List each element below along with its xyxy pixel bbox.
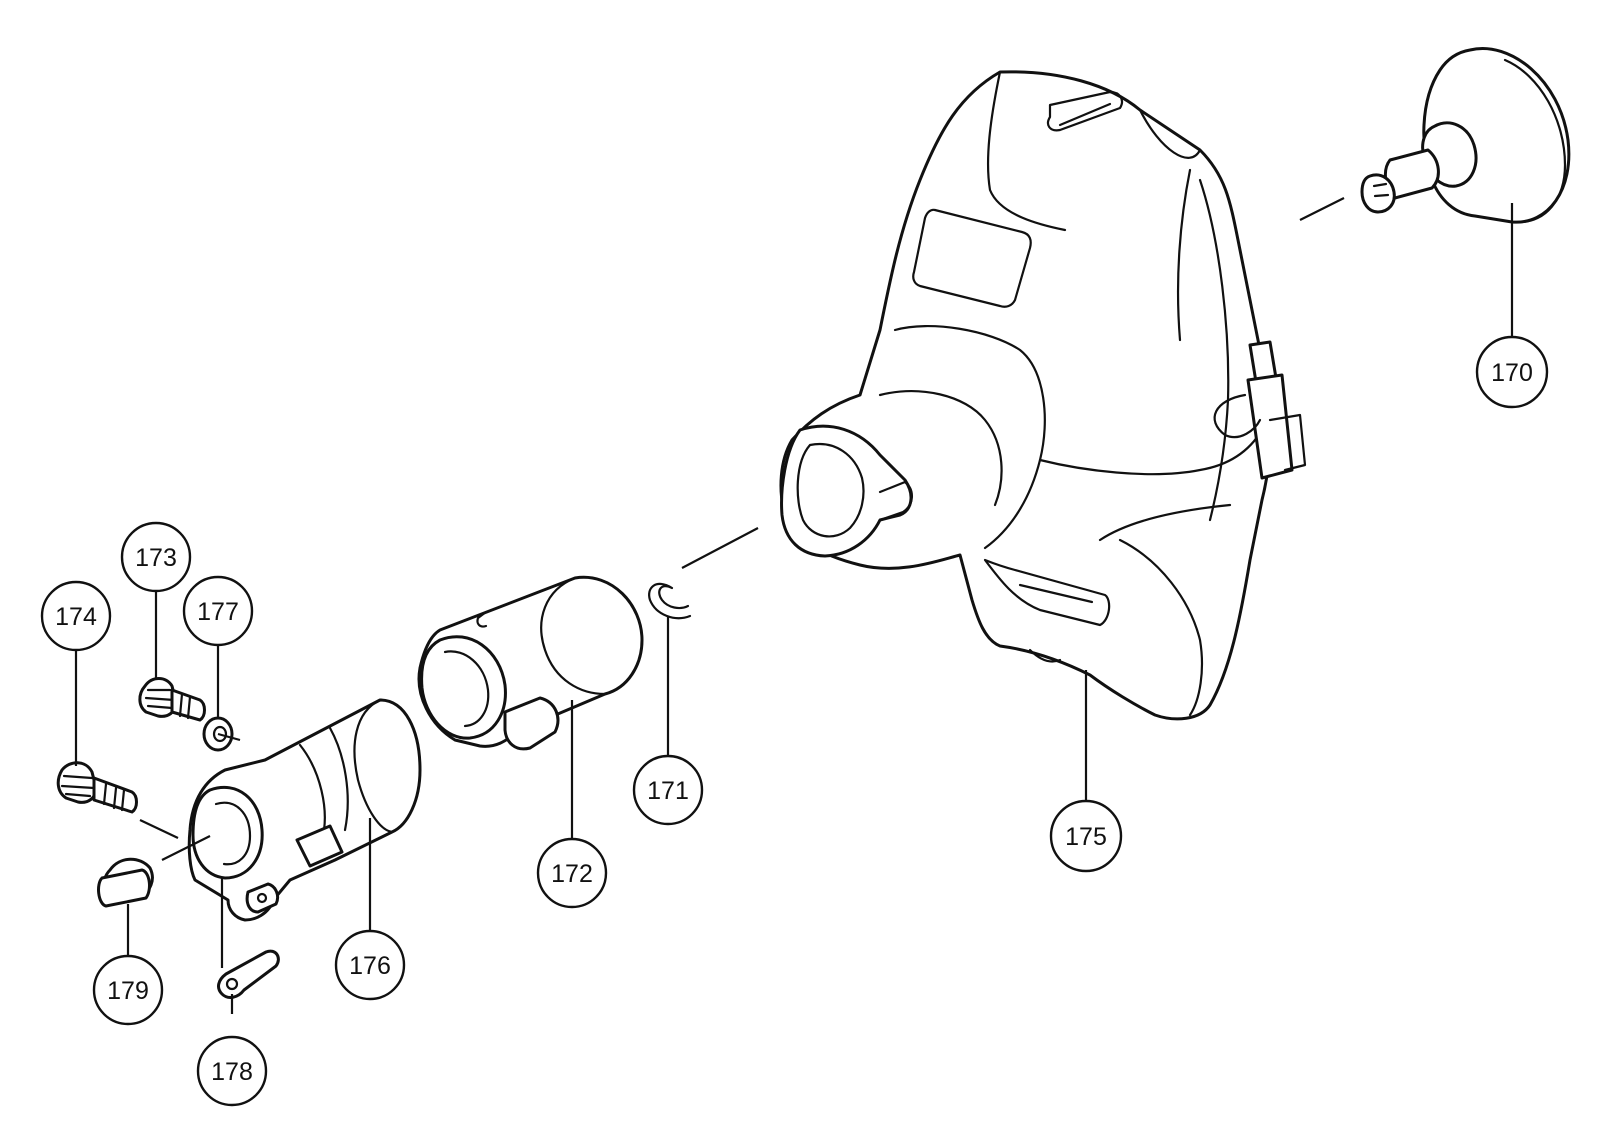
part-179-key	[97, 857, 154, 908]
callout-177-label: 177	[197, 598, 239, 626]
part-171-clip	[648, 582, 692, 620]
callout-178-label: 178	[211, 1058, 253, 1086]
callout-176-label: 176	[349, 952, 391, 980]
callout-172: 172	[536, 837, 608, 909]
callout-178: 178	[196, 1035, 268, 1107]
part-176-bracket-body	[187, 698, 422, 922]
callout-171: 171	[632, 754, 704, 826]
callout-179: 179	[92, 954, 164, 1026]
part-172-clamp-sleeve	[417, 575, 644, 751]
callout-172-label: 172	[551, 860, 593, 888]
callout-173: 173	[120, 521, 192, 593]
callout-171-label: 171	[647, 777, 689, 805]
part-170-clutch-drum	[1360, 47, 1571, 224]
part-174-knob-bolt	[56, 761, 138, 814]
callout-179-label: 179	[107, 977, 149, 1005]
assembly-lines	[139, 197, 1345, 861]
callout-173-label: 173	[135, 544, 177, 572]
callout-170: 170	[1475, 335, 1549, 409]
leader-lines	[74, 203, 1514, 1014]
callout-170-label: 170	[1491, 359, 1533, 387]
part-175-gear-case	[779, 70, 1307, 721]
callout-175: 175	[1049, 799, 1123, 873]
callout-174-label: 174	[55, 603, 97, 631]
part-178-bracket-tab	[217, 949, 280, 999]
callout-174: 174	[40, 580, 112, 652]
part-173-bolt	[138, 677, 206, 722]
callout-175-label: 175	[1065, 823, 1107, 851]
callout-177: 177	[182, 575, 254, 647]
callout-176: 176	[334, 929, 406, 1001]
